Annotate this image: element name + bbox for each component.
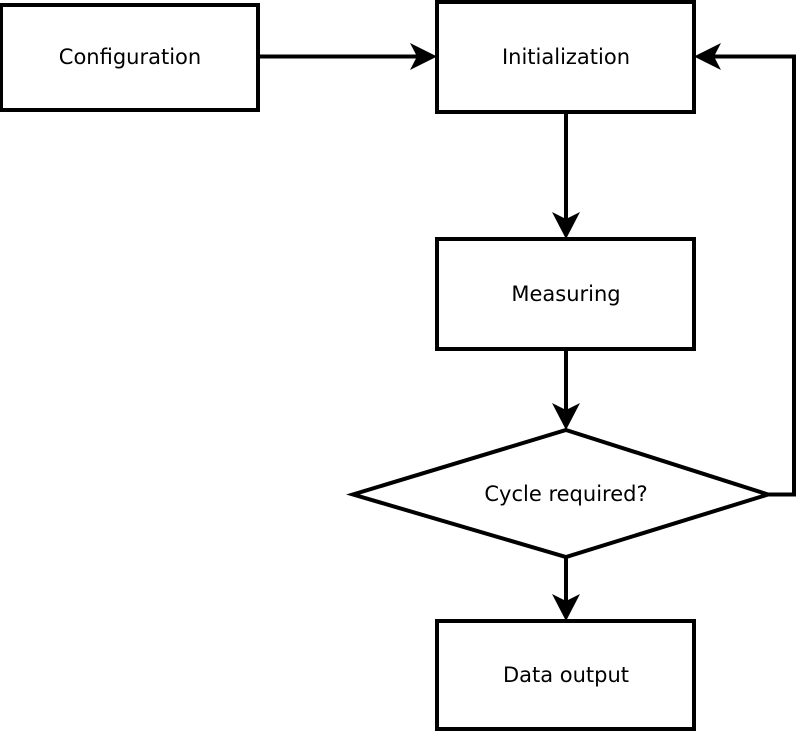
edge-initialization-to-measuring — [552, 112, 580, 239]
node-cycle-required-diamond[interactable] — [345, 427, 775, 560]
arrowhead-into-initialization-left — [410, 43, 437, 70]
edge-path-feedback-loop — [709, 54, 796, 497]
arrowhead-into-cycle-required-top — [552, 403, 580, 430]
node-initialization[interactable]: Initialization — [435, 0, 696, 114]
node-data-output-label: Data output — [503, 663, 629, 687]
node-configuration-label: Configuration — [59, 45, 201, 69]
node-cycle-required[interactable]: Cycle required? — [345, 427, 775, 560]
edge-cycle-required-to-data-output — [552, 557, 580, 621]
node-data-output-rect[interactable] — [435, 619, 696, 731]
node-initialization-rect[interactable] — [435, 0, 696, 114]
edge-configuration-to-initialization — [258, 43, 437, 70]
arrowhead-into-measuring-top — [552, 212, 580, 239]
node-measuring-label: Measuring — [511, 282, 620, 306]
node-initialization-label: Initialization — [502, 45, 630, 69]
node-cycle-required-label: Cycle required? — [484, 482, 647, 506]
node-data-output[interactable]: Data output — [435, 619, 696, 731]
edge-measuring-to-cycle-required — [552, 349, 580, 430]
arrowhead-into-data-output-top — [552, 594, 580, 621]
node-configuration-rect[interactable] — [0, 3, 260, 112]
edge-cycle-required-to-initialization-feedback — [694, 43, 796, 497]
node-measuring-rect[interactable] — [435, 237, 696, 351]
node-measuring[interactable]: Measuring — [435, 237, 696, 351]
arrowhead-into-initialization-right — [694, 43, 721, 70]
node-configuration[interactable]: Configuration — [0, 3, 260, 112]
